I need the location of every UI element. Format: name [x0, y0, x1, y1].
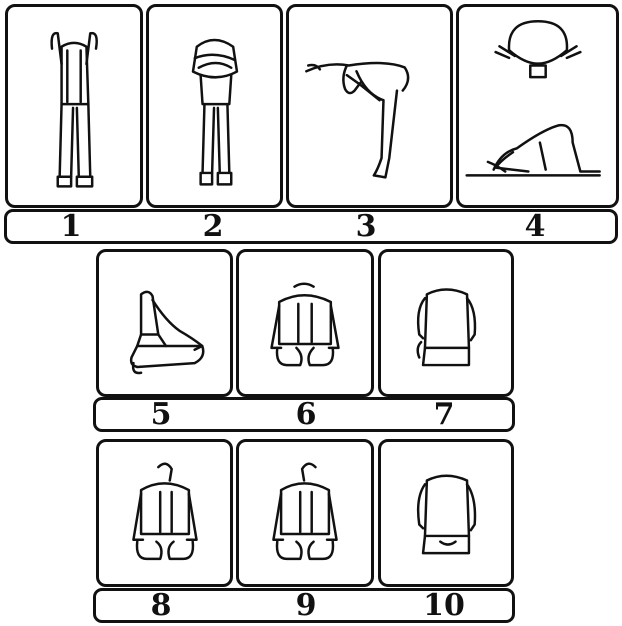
pose-panel-10: [378, 439, 514, 587]
figure-number-3: 3: [336, 212, 396, 242]
figure-number-2: 2: [183, 212, 243, 242]
pose-panel-6: [236, 249, 374, 397]
pose-panel-4: [456, 4, 619, 208]
sitting-back-view-icon: [381, 442, 511, 584]
pose-panel-3: [286, 4, 453, 208]
standing-arms-folded-icon: [149, 7, 280, 205]
figure-number-10: 10: [414, 591, 474, 621]
pose-panel-2: [146, 4, 283, 208]
figure-number-8: 8: [131, 591, 191, 621]
figure-number-4: 4: [505, 212, 565, 242]
figure-number-7: 7: [414, 400, 474, 430]
figure-number-9: 9: [276, 591, 336, 621]
pose-panel-8: [96, 439, 233, 587]
sitting-back-view-icon: [381, 252, 511, 394]
sitting-head-turn-left-icon: [239, 442, 371, 584]
pose-panel-5: [96, 249, 233, 397]
bowing-hands-on-knees-icon: [289, 7, 450, 205]
figure-number-6: 6: [276, 400, 336, 430]
pose-panel-7: [378, 249, 514, 397]
kneeling-side-view-icon: [99, 252, 230, 394]
figure-number-1: 1: [41, 212, 101, 242]
figure-number-5: 5: [131, 400, 191, 430]
pose-panel-1: [5, 4, 143, 208]
standing-hands-raised-icon: [8, 7, 140, 205]
prostration-icon: [459, 7, 616, 205]
pose-panel-9: [236, 439, 374, 587]
sitting-front-view-icon: [239, 252, 371, 394]
sitting-head-turn-right-icon: [99, 442, 230, 584]
